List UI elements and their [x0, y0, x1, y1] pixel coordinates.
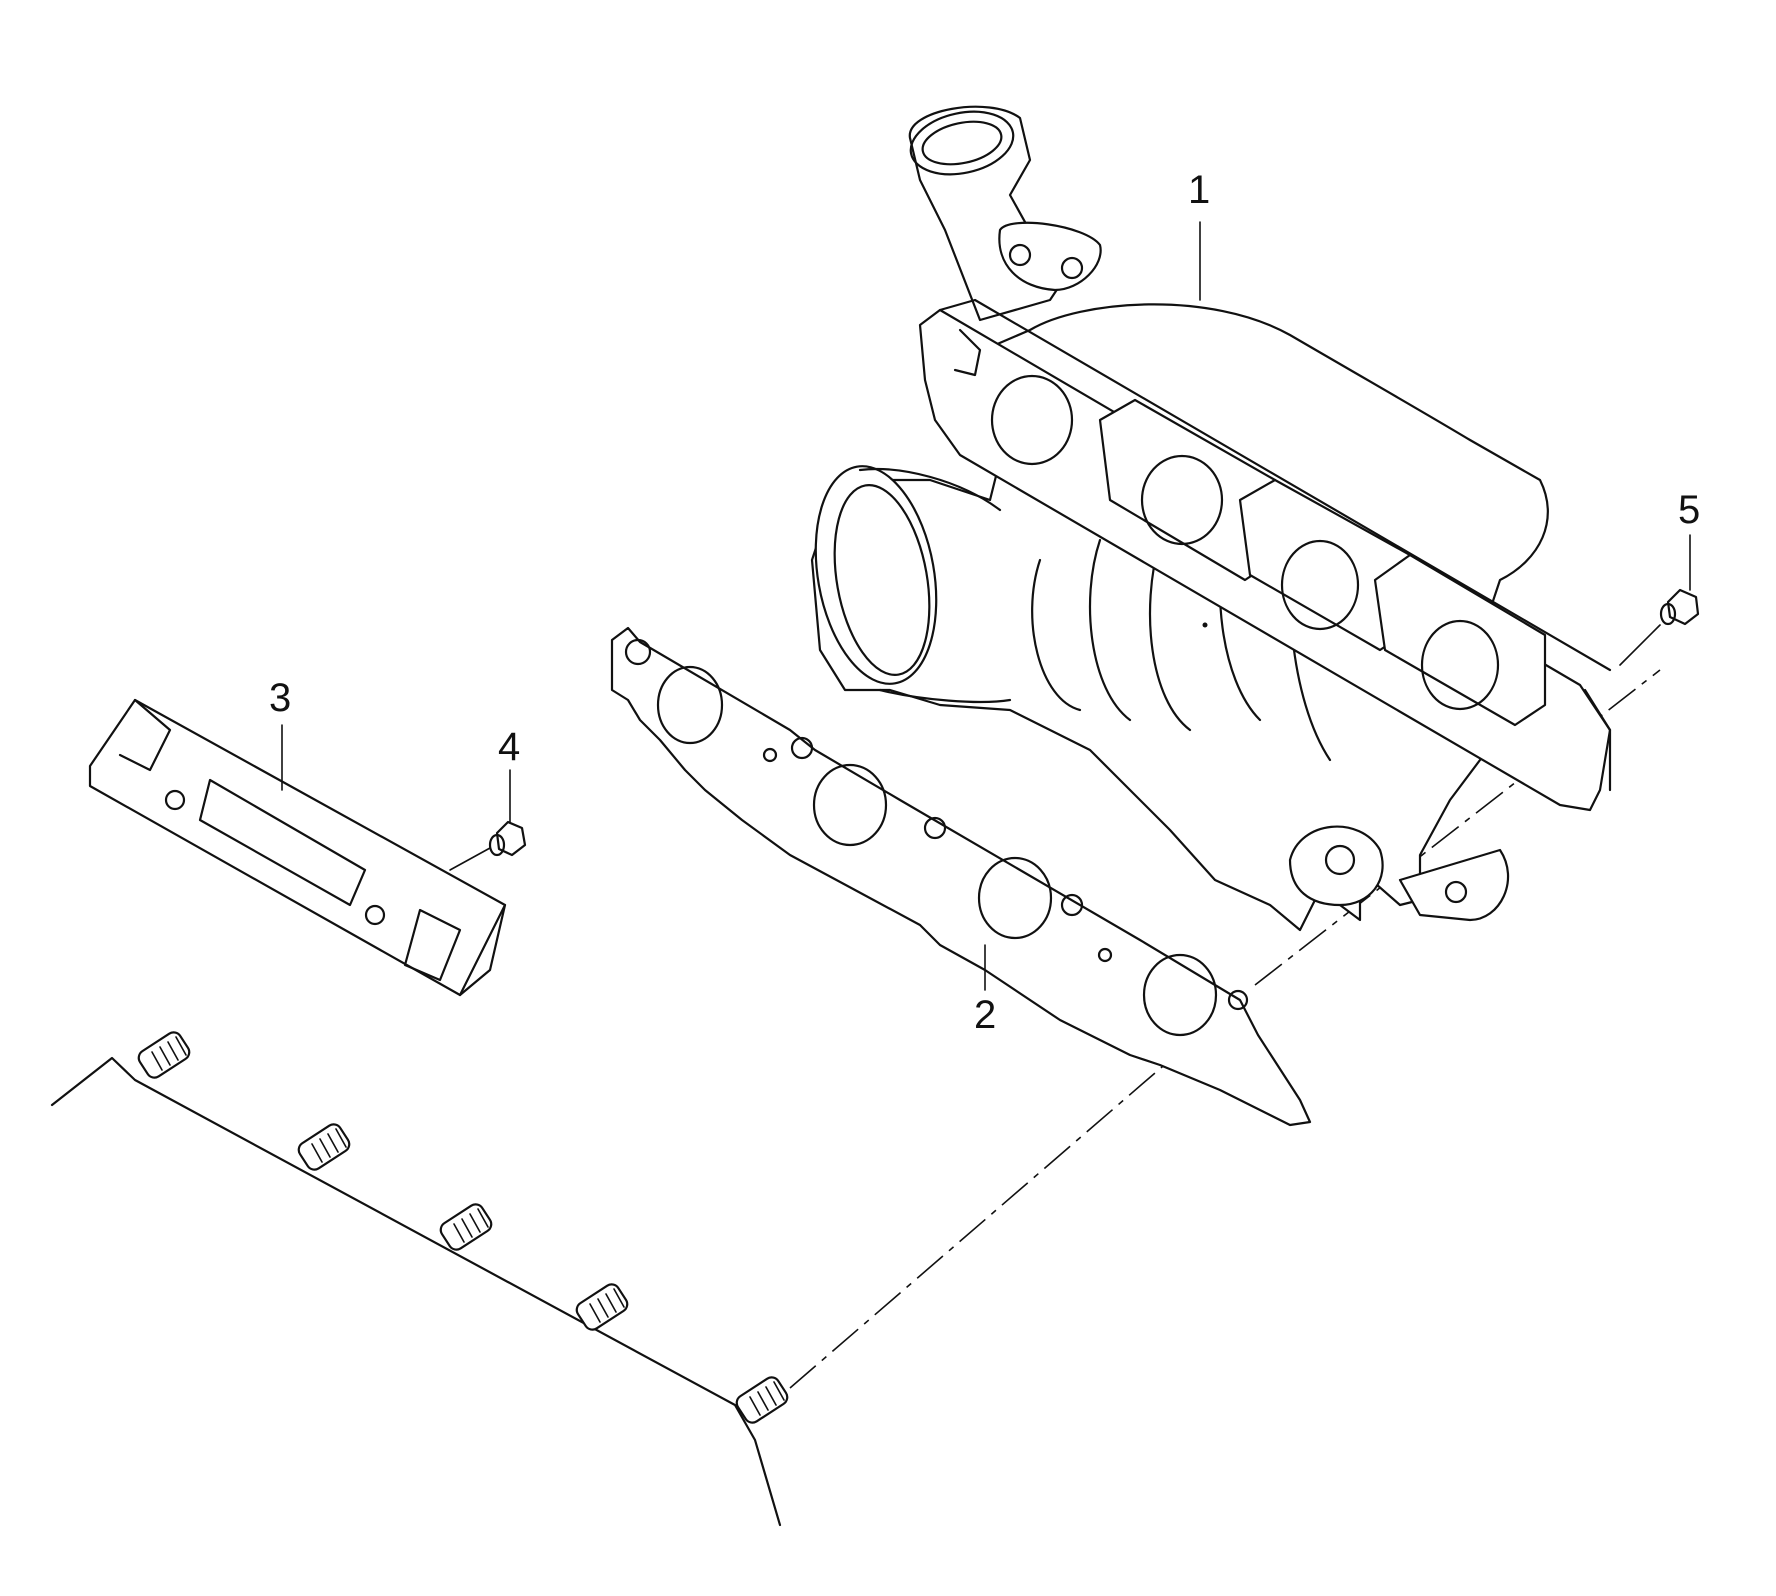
stud-icon [575, 1283, 629, 1331]
stud-icon [439, 1203, 493, 1251]
manifold-gasket-icon [610, 626, 1312, 1127]
heat-shield-icon [88, 698, 507, 997]
turbocharger-manifold-icon [810, 105, 1612, 932]
alignment-line [1254, 669, 1661, 986]
stud-icon [137, 1031, 191, 1079]
nut-icon [1619, 588, 1700, 666]
stud-icon [735, 1376, 789, 1424]
callout-1: 1 [1188, 168, 1211, 212]
callout-4: 4 [498, 725, 521, 769]
callout-3: 3 [269, 676, 292, 720]
stud-icon [297, 1123, 351, 1171]
callout-5: 5 [1678, 488, 1701, 532]
cylinder-head-icon [50, 1031, 789, 1527]
alignment-line [789, 1009, 1229, 1389]
nut-icon [449, 820, 527, 871]
callout-2: 2 [974, 993, 997, 1037]
